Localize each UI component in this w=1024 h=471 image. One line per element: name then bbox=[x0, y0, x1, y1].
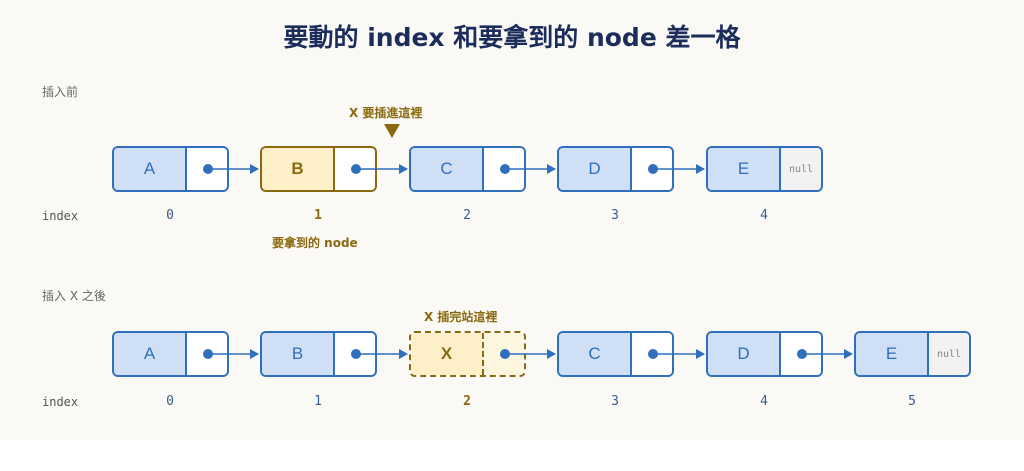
node-value: X bbox=[411, 333, 484, 375]
diagram-canvas: 要動的 index 和要拿到的 node 差一格 插入前 X 要插進這裡 A B… bbox=[42, 23, 971, 409]
pointer-dot-icon bbox=[500, 349, 510, 359]
insert-marker-label: X 要插進這裡 bbox=[349, 106, 423, 120]
null-pointer: null bbox=[781, 148, 821, 190]
target-node-note: 要拿到的 node bbox=[272, 236, 358, 250]
after-index-5: 5 bbox=[908, 394, 916, 409]
diagram-title: 要動的 index 和要拿到的 node 差一格 bbox=[283, 23, 741, 52]
node-value: D bbox=[708, 333, 781, 375]
before-node-b-highlighted: B bbox=[260, 146, 377, 192]
pointer-dot-icon bbox=[203, 349, 213, 359]
after-section-label: 插入 X 之後 bbox=[42, 289, 106, 303]
node-pointer bbox=[335, 148, 375, 190]
node-value: A bbox=[114, 333, 187, 375]
before-index-4: 4 bbox=[760, 208, 768, 223]
after-node-c: C bbox=[557, 331, 674, 377]
before-index-3: 3 bbox=[611, 208, 619, 223]
before-node-e: E null bbox=[706, 146, 823, 192]
node-value: B bbox=[262, 333, 335, 375]
pointer-dot-icon bbox=[203, 164, 213, 174]
null-pointer: null bbox=[929, 333, 969, 375]
pointer-dot-icon bbox=[351, 349, 361, 359]
after-index-3: 3 bbox=[611, 394, 619, 409]
after-node-e: E null bbox=[854, 331, 971, 377]
after-index-label: index bbox=[42, 395, 79, 409]
before-index-1: 1 bbox=[314, 208, 322, 223]
node-pointer bbox=[187, 333, 227, 375]
after-node-b: B bbox=[260, 331, 377, 377]
after-index-0: 0 bbox=[166, 394, 174, 409]
before-node-a: A bbox=[112, 146, 229, 192]
pointer-dot-icon bbox=[351, 164, 361, 174]
pointer-dot-icon bbox=[500, 164, 510, 174]
node-pointer bbox=[781, 333, 821, 375]
node-pointer bbox=[187, 148, 227, 190]
after-node-a: A bbox=[112, 331, 229, 377]
after-node-d: D bbox=[706, 331, 823, 377]
node-value: D bbox=[559, 148, 632, 190]
before-index-label: index bbox=[42, 209, 79, 223]
node-value: B bbox=[262, 148, 335, 190]
node-value: E bbox=[856, 333, 929, 375]
before-index-0: 0 bbox=[166, 208, 174, 223]
pointer-dot-icon bbox=[797, 349, 807, 359]
node-value: C bbox=[559, 333, 632, 375]
node-pointer bbox=[484, 148, 524, 190]
before-section-label: 插入前 bbox=[42, 85, 79, 99]
node-pointer bbox=[632, 333, 672, 375]
after-index-4: 4 bbox=[760, 394, 768, 409]
inserted-note: X 插完站這裡 bbox=[424, 310, 498, 324]
pointer-dot-icon bbox=[648, 164, 658, 174]
node-value: E bbox=[708, 148, 781, 190]
node-value: A bbox=[114, 148, 187, 190]
pointer-dot-icon bbox=[648, 349, 658, 359]
after-node-x-inserted: X bbox=[409, 331, 526, 377]
after-index-1: 1 bbox=[314, 394, 322, 409]
node-pointer bbox=[484, 333, 524, 375]
node-value: C bbox=[411, 148, 484, 190]
node-pointer bbox=[632, 148, 672, 190]
before-index-2: 2 bbox=[463, 208, 471, 223]
after-index-2: 2 bbox=[463, 394, 471, 409]
before-node-d: D bbox=[557, 146, 674, 192]
before-node-c: C bbox=[409, 146, 526, 192]
node-pointer bbox=[335, 333, 375, 375]
down-triangle-icon bbox=[384, 124, 400, 138]
